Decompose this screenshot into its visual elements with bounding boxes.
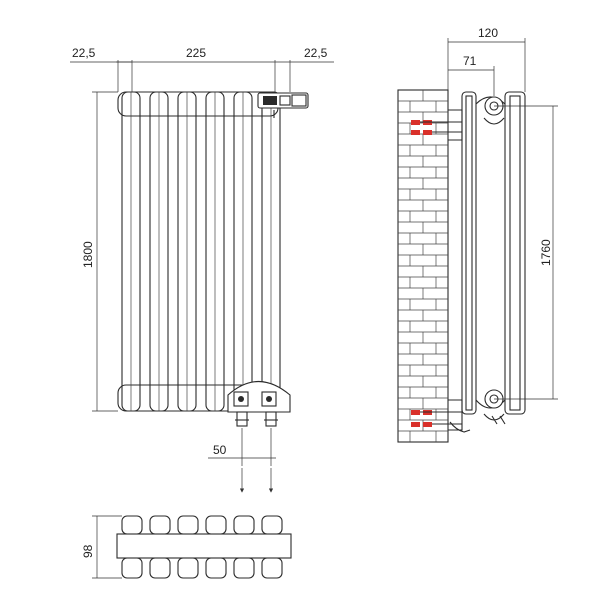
dim-height: 1800 — [81, 241, 95, 268]
wall-bracket-top — [411, 109, 463, 141]
wall-bracket-bottom — [411, 399, 463, 431]
front-view: 22,5 225 22,5 1800 50 — [70, 46, 334, 493]
dim-total-width: 225 — [186, 46, 206, 60]
bottom-connection-unit — [227, 381, 291, 427]
radiator-tubes — [121, 91, 281, 412]
tube-caps-top — [121, 515, 283, 535]
depth-dimension — [92, 515, 122, 579]
bottom-header-bar — [116, 533, 292, 559]
top-width-dimensions — [70, 60, 334, 92]
bottom-view: 98 — [81, 515, 292, 579]
dim-wall-offset: 71 — [463, 54, 477, 68]
side-view: 120 71 1760 — [397, 26, 558, 443]
dim-axis-height: 1760 — [539, 239, 553, 266]
brick-wall — [397, 89, 449, 443]
dim-pipe-spacing: 50 — [213, 443, 227, 457]
axis-height-dimension — [494, 105, 558, 400]
tube-caps-bottom — [121, 557, 283, 579]
dim-side-depth: 120 — [478, 26, 498, 40]
pipe-spacing-dimension — [208, 428, 276, 493]
dim-right-margin: 22,5 — [304, 46, 328, 60]
dim-left-margin: 22,5 — [72, 46, 96, 60]
radiator-side-profile — [449, 91, 526, 433]
air-vent-valve — [257, 92, 309, 118]
dim-depth: 98 — [81, 544, 95, 558]
side-depth-dimensions — [447, 38, 526, 96]
height-dimension — [92, 91, 118, 412]
